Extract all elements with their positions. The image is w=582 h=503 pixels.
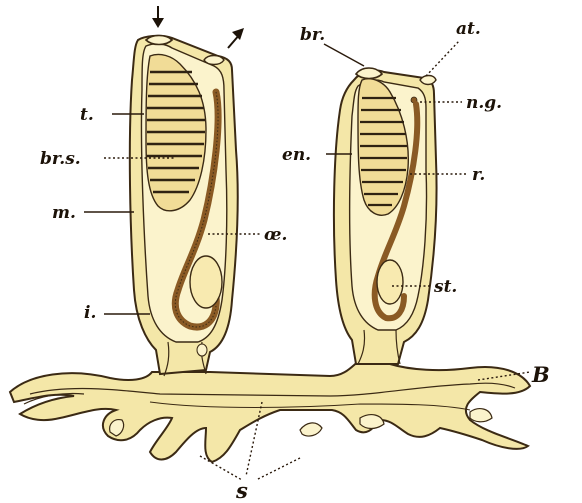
- right-oral-siphon: [356, 68, 382, 79]
- left-stomach: [190, 256, 222, 308]
- label-nerve-ganglion: n.g.: [466, 93, 502, 113]
- label-branchial-sac: br.s.: [40, 149, 81, 169]
- right-stomach: [377, 260, 403, 304]
- label-stolon: s: [235, 478, 248, 503]
- left-zooid: [130, 36, 238, 377]
- left-atrial-siphon: [204, 56, 224, 65]
- label-stomach: st.: [433, 277, 457, 297]
- label-branchial-aperture: br.: [300, 25, 325, 45]
- right-atrial-siphon: [420, 76, 436, 85]
- stolon: [10, 360, 530, 462]
- label-endostyle: en.: [282, 145, 311, 165]
- up-right-arrow-icon: [228, 28, 244, 48]
- down-arrow-icon: [152, 6, 164, 28]
- label-t: t.: [80, 105, 94, 125]
- label-bud: B: [531, 362, 550, 387]
- label-rectum: r.: [472, 165, 485, 185]
- stolon-bud-2: [300, 423, 322, 436]
- left-stalk-vessel: [197, 344, 207, 356]
- label-mantle: m.: [52, 203, 76, 223]
- label-oesophagus: œ.: [264, 225, 287, 245]
- label-atrial-aperture: at.: [456, 19, 481, 39]
- label-intestine: i.: [84, 303, 96, 323]
- stolon-bud-4: [470, 409, 492, 422]
- stolon-body: [10, 360, 530, 462]
- left-oral-siphon: [146, 36, 172, 45]
- right-zooid: [334, 68, 437, 364]
